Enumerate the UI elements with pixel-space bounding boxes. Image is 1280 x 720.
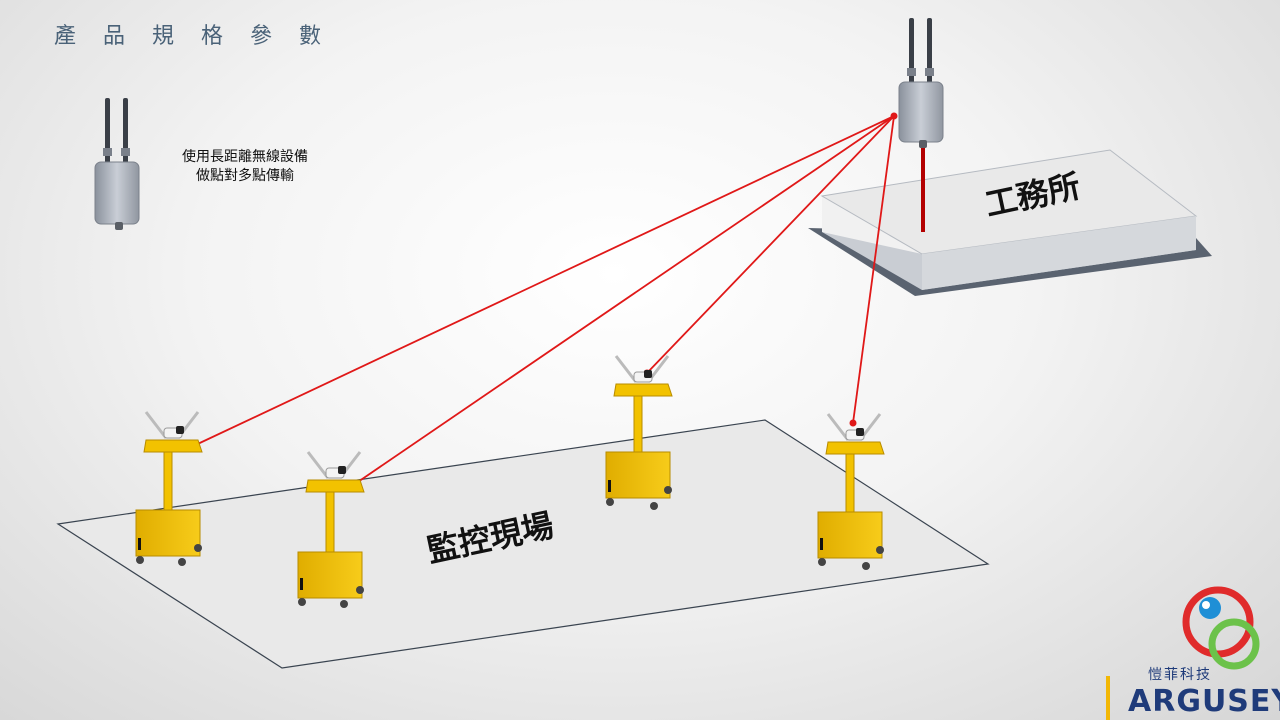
camera-trailer-icon (817, 413, 885, 570)
arguseye-logo-icon (1182, 586, 1260, 670)
brand-name-english: ARGUSEYE (1128, 684, 1280, 719)
office-wireless-ap-icon (898, 18, 944, 148)
page-title: 產 品 規 格 參 數 (54, 24, 331, 49)
link-trailer-4 (852, 115, 895, 424)
office-mast (921, 140, 925, 232)
link-trailer-2 (351, 115, 895, 487)
office-building-icon (808, 149, 1212, 296)
description-note: 使用長距離無線設備 做點對多點傳輸 (160, 148, 330, 186)
note-line-1: 使用長距離無線設備 (182, 149, 308, 165)
camera-trailer-icon (605, 355, 673, 510)
wireless-links (186, 115, 895, 487)
camera-trailer-icon (297, 451, 365, 608)
brand-name-chinese: 愷菲科技 (1148, 667, 1212, 683)
note-line-2: 做點對多點傳輸 (196, 168, 294, 184)
link-trailer-3 (646, 115, 895, 374)
wireless-ap-icon (94, 98, 140, 230)
brand-accent-bar (1106, 676, 1110, 720)
camera-trailer-icon (135, 411, 203, 566)
link-endpoints (183, 112, 898, 490)
monitoring-site-area (56, 419, 990, 669)
link-trailer-1 (186, 115, 895, 450)
